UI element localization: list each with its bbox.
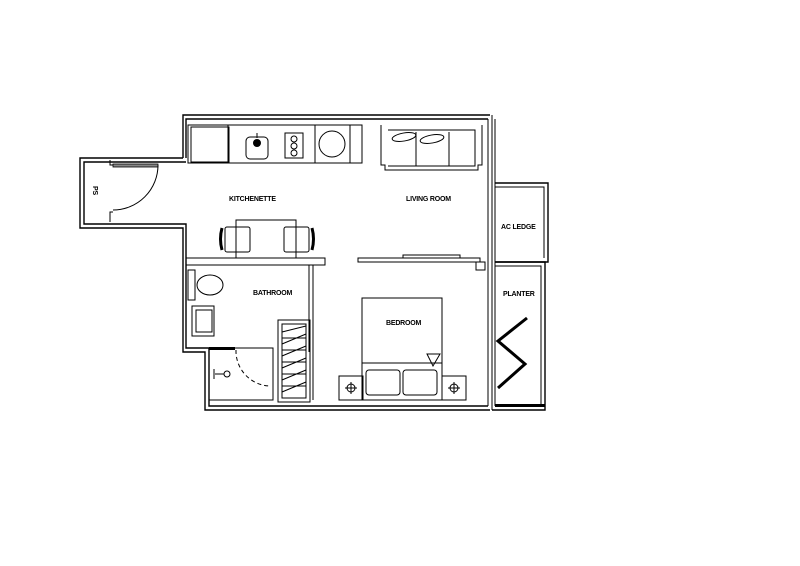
kitchenette-label: KITCHENETTE [229, 196, 276, 203]
planter-label: PLANTER [503, 291, 535, 298]
sink-icon [245, 133, 269, 160]
bathroom-label: BATHROOM [253, 290, 292, 297]
outer-walls [79, 114, 496, 411]
dining-table [219, 219, 315, 259]
hob-icon [284, 132, 304, 159]
bedroom-label: BEDROOM [386, 320, 422, 327]
washer-icon [314, 124, 351, 164]
entrance-door [109, 160, 159, 222]
living-room-label: LIVING ROOM [406, 196, 451, 203]
kitchen-counter [187, 124, 363, 164]
ps-label: PS [91, 186, 98, 195]
bed [338, 297, 467, 401]
bathroom-fixtures [187, 269, 274, 401]
partitions [186, 254, 486, 400]
sofa [380, 125, 483, 171]
ac-ledge-label: AC LEDGE [501, 224, 536, 231]
fridge [190, 126, 230, 163]
planter [492, 261, 546, 411]
ac-ledge [495, 182, 549, 263]
wardrobe [277, 319, 311, 403]
